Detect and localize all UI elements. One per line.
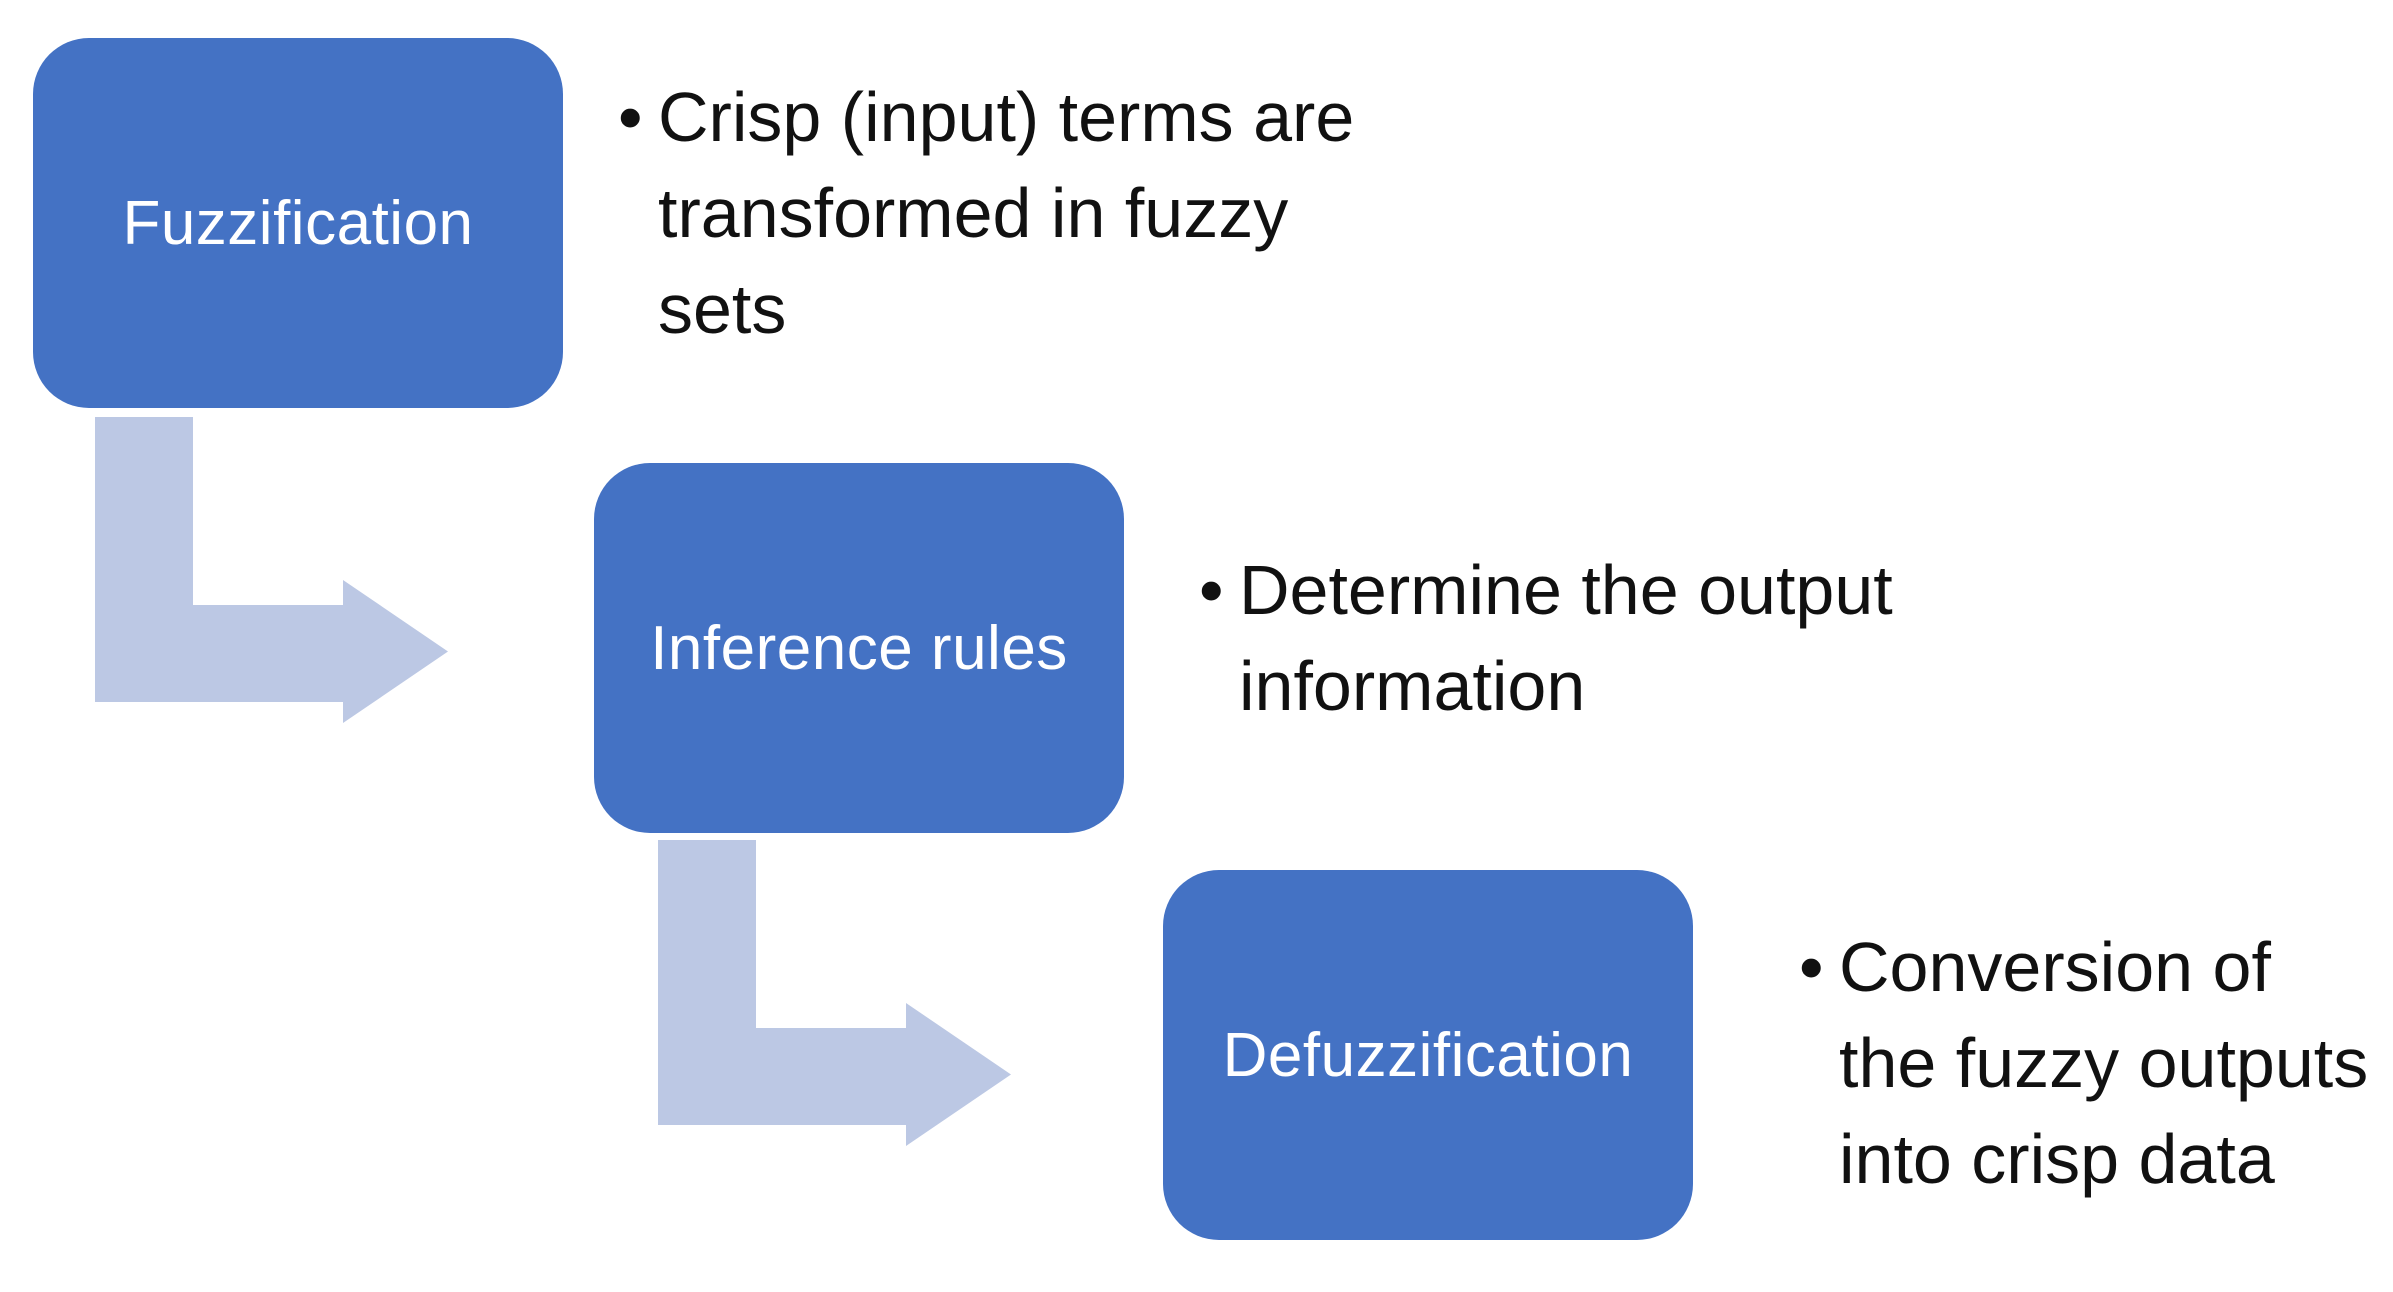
bullet-marker: • (618, 78, 643, 156)
bullet-line: sets (658, 270, 787, 348)
step-label-inference-rules: Inference rules (650, 613, 1068, 683)
step-description-defuzzification: • Conversion of the fuzzy outputs into c… (1799, 919, 2368, 1207)
step-box-fuzzification: Fuzzification (33, 38, 563, 408)
bullet-line: Crisp (input) terms are (658, 78, 1355, 156)
step-description-inference-rules: • Determine the output information (1199, 542, 1893, 734)
step-label-defuzzification: Defuzzification (1222, 1020, 1634, 1090)
elbow-arrow-down-right-2 (658, 840, 1011, 1146)
step-label-fuzzification: Fuzzification (122, 188, 474, 258)
bullet-marker: • (1799, 928, 1824, 1006)
bullet-text-block: Determine the output information (1239, 542, 1893, 734)
bullet-line: Determine the output (1239, 551, 1893, 629)
bullet-line: Conversion of (1839, 928, 2271, 1006)
step-box-inference-rules: Inference rules (594, 463, 1124, 833)
elbow-arrow-down-right-1 (95, 417, 448, 723)
bullet-line: transformed in fuzzy (658, 174, 1289, 252)
step-box-defuzzification: Defuzzification (1163, 870, 1693, 1240)
bullet-line: information (1239, 647, 1586, 725)
bullet-line: into crisp data (1839, 1120, 2275, 1198)
bullet-text-block: Crisp (input) terms are transformed in f… (658, 69, 1354, 357)
bullet-line: the fuzzy outputs (1839, 1024, 2369, 1102)
step-description-fuzzification: • Crisp (input) terms are transformed in… (618, 69, 1354, 357)
bullet-text-block: Conversion of the fuzzy outputs into cri… (1839, 919, 2368, 1207)
bullet-marker: • (1199, 551, 1224, 629)
